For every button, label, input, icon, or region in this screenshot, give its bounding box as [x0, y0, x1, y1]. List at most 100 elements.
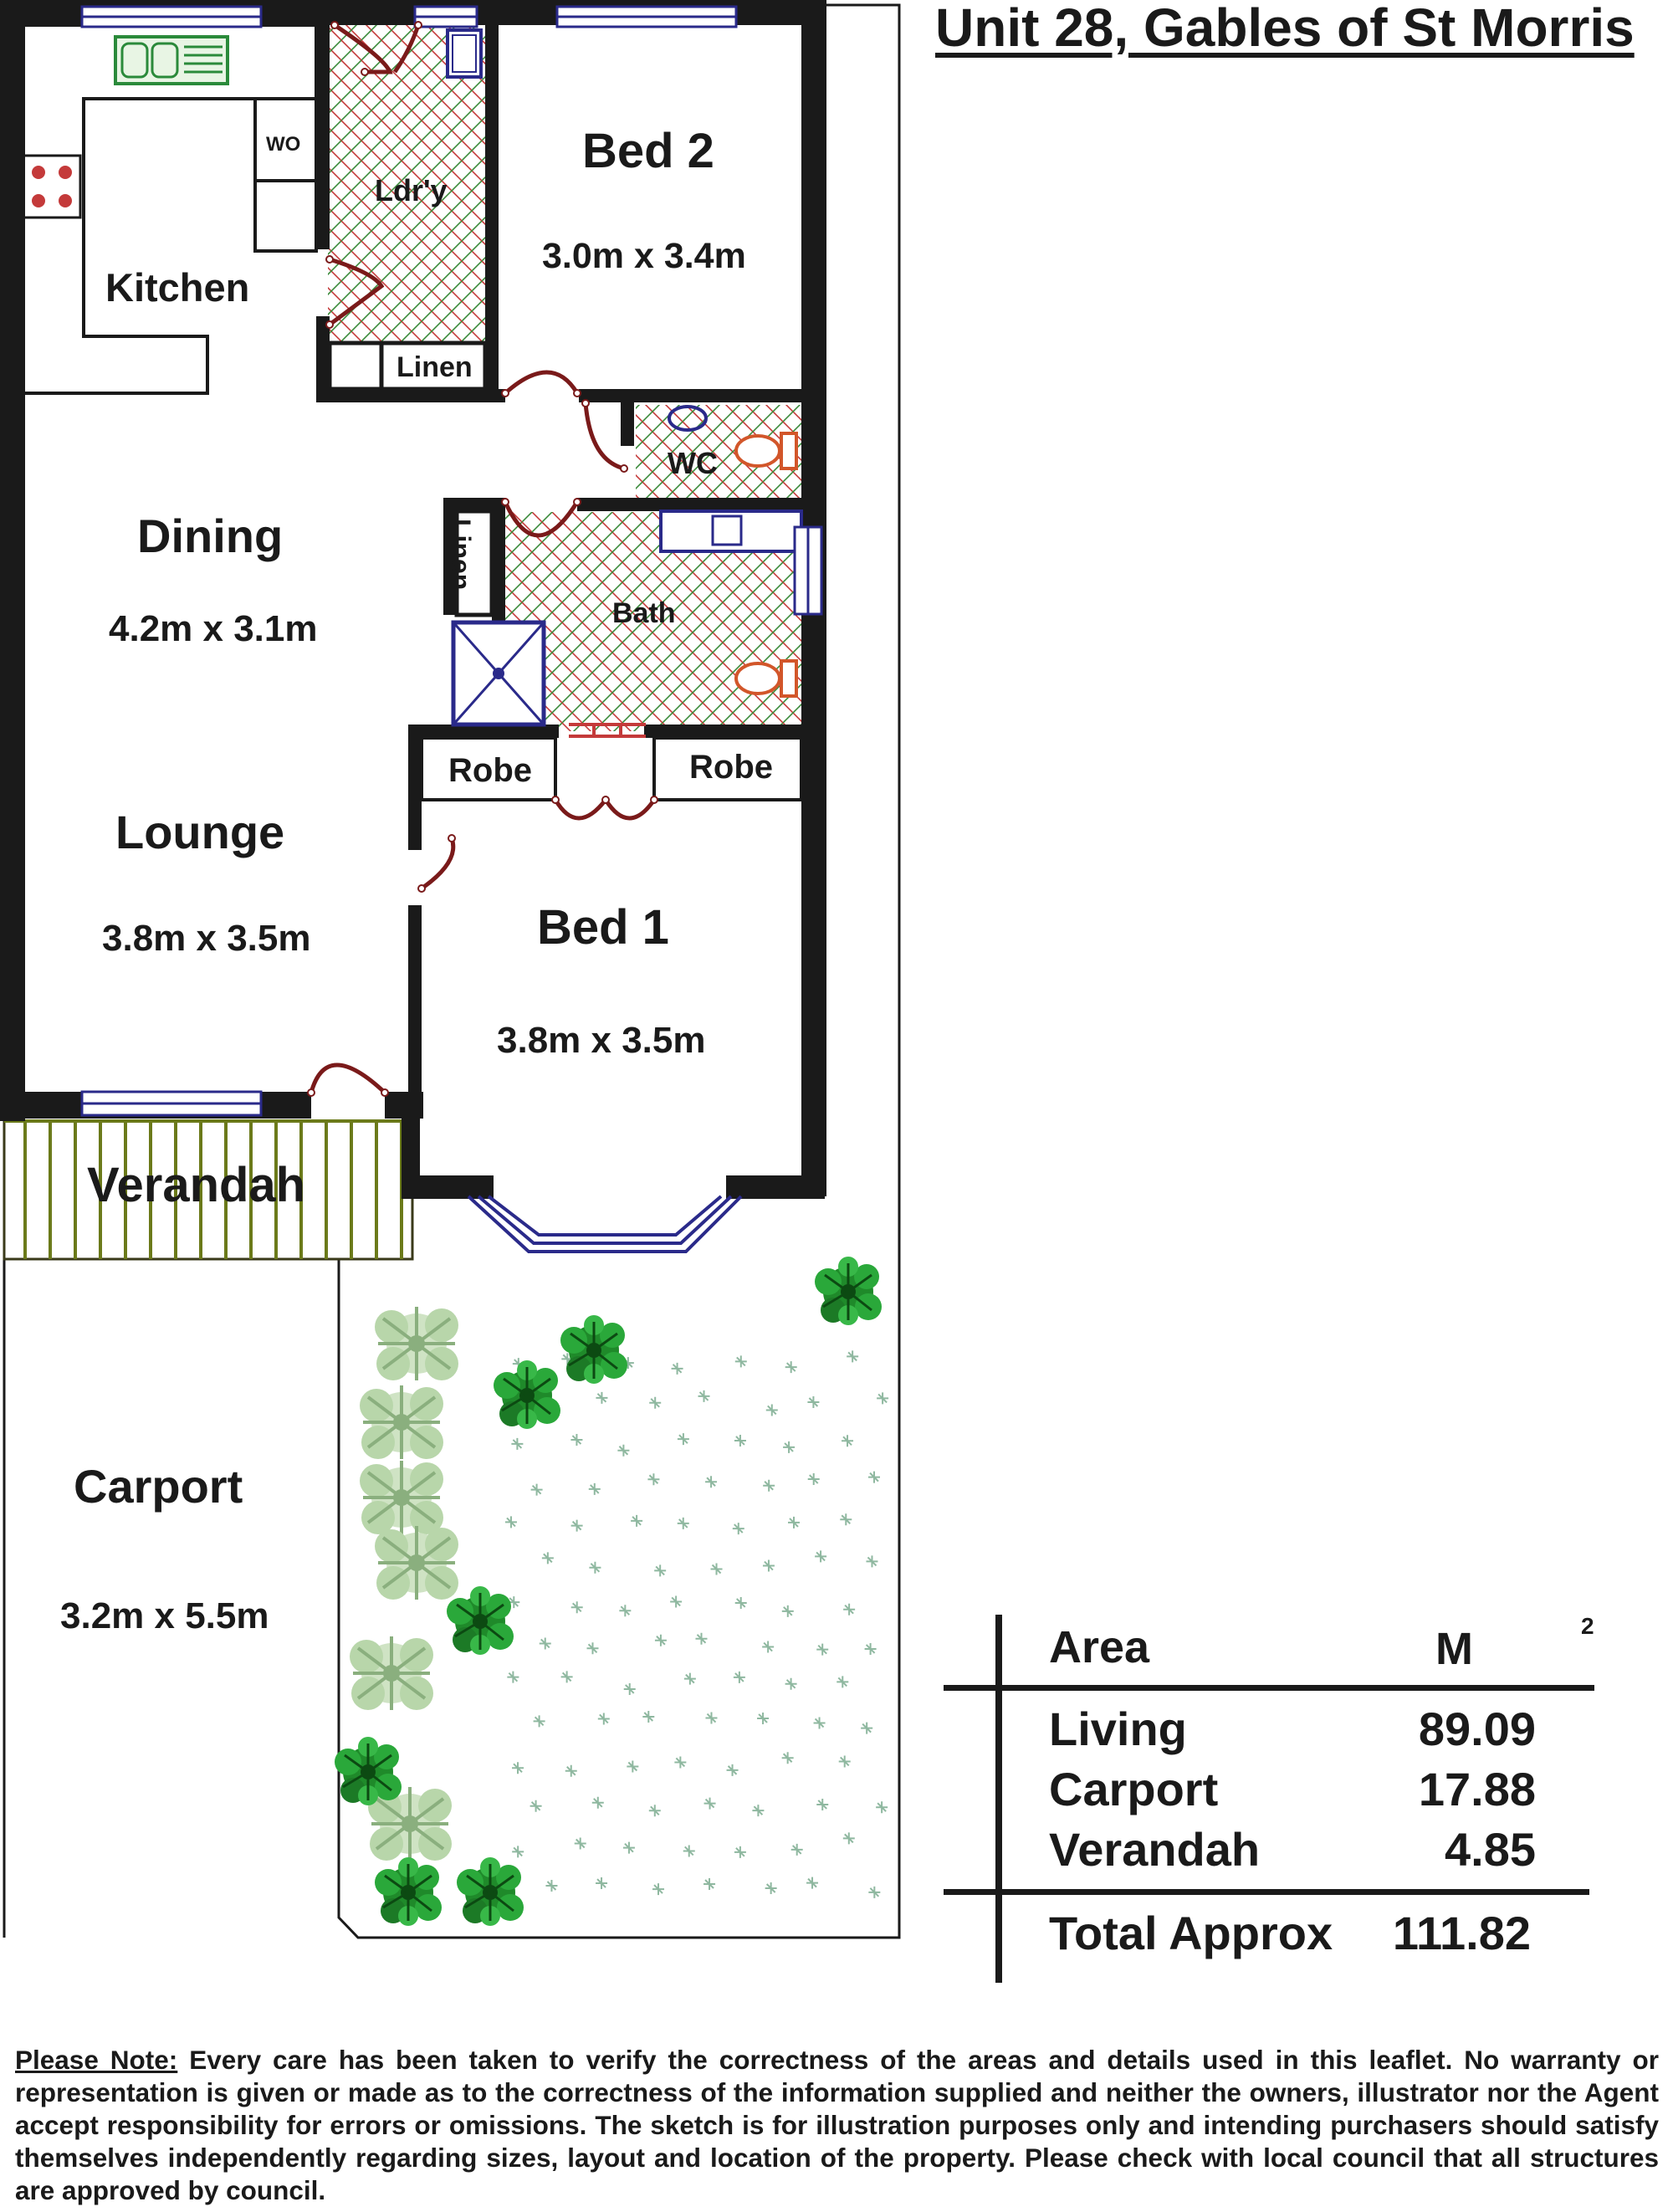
area-header-unit: M	[1435, 1624, 1473, 1674]
sink-icon	[114, 35, 229, 85]
grass-tuft-icon	[618, 1604, 632, 1618]
disclaimer-text: Every care has been taken to verify the …	[15, 2045, 1659, 2205]
grass-tuft-icon	[836, 1675, 850, 1689]
door-hinge	[601, 796, 610, 804]
carport-label: Carport	[74, 1460, 243, 1513]
grass-tuft-icon	[841, 1434, 855, 1448]
door-hinge	[381, 1088, 389, 1097]
door-hinge	[448, 834, 456, 842]
grass-tuft-icon	[647, 1804, 662, 1818]
grass-tuft-icon	[867, 1885, 882, 1899]
grass-tuft-icon	[586, 1641, 600, 1656]
grass-tuft-icon	[806, 1472, 821, 1487]
area-total-value: 111.82	[1392, 1907, 1531, 1959]
shrub-icon	[348, 1635, 435, 1712]
door-hinges	[307, 21, 658, 1097]
door-hinge	[501, 389, 509, 397]
grass-tuft-icon	[630, 1513, 644, 1528]
shrub-icon	[813, 1255, 883, 1327]
grass-tuft-icon	[816, 1642, 830, 1656]
door-hinge	[307, 1088, 315, 1097]
lounge-size: 3.8m x 3.5m	[102, 918, 311, 959]
grass-tuft-icon	[596, 1712, 611, 1726]
robe-right-label: Robe	[689, 749, 773, 786]
grass-tuft-icon	[839, 1513, 853, 1527]
shower-icon	[451, 620, 546, 727]
grass-tuft-icon	[703, 1877, 717, 1891]
grass-tuft-icon	[837, 1754, 852, 1769]
grass-tuft-icon	[595, 1390, 609, 1405]
shrub-icon	[492, 1359, 562, 1431]
grass-tuft-icon	[538, 1636, 552, 1651]
robes	[420, 736, 803, 801]
shrub-icon	[373, 1856, 443, 1928]
bed2-size: 3.0m x 3.4m	[542, 236, 746, 276]
laundry-label: Ldr'y	[375, 173, 448, 207]
bed1-size: 3.8m x 3.5m	[497, 1020, 706, 1061]
grass-tuft-icon	[697, 1389, 711, 1403]
bed1-label: Bed 1	[537, 900, 669, 955]
cooktop-icon	[22, 154, 82, 219]
grass-tuft-icon	[787, 1515, 801, 1529]
kitchen-label: Kitchen	[105, 265, 249, 310]
grass-tuft-icon	[860, 1721, 874, 1735]
grass-tuft-icon	[842, 1831, 856, 1846]
area-total-label: Total Approx	[1049, 1907, 1333, 1959]
door-hinge	[573, 498, 581, 506]
door-hinge	[361, 68, 369, 76]
grass-tuft-icon	[703, 1796, 717, 1810]
grass-tuft-icon	[790, 1842, 804, 1856]
grass-tuft-icon	[784, 1360, 798, 1375]
grass-tuft-icon	[725, 1763, 739, 1777]
grass-tuft-icon	[842, 1602, 857, 1616]
grass-tuft-icon	[529, 1799, 543, 1813]
grass-tuft-icon	[652, 1882, 666, 1897]
grass-tuft-icon	[617, 1443, 631, 1457]
area-row-verandah-value: 4.85	[1445, 1823, 1536, 1876]
shrub-icon	[333, 1735, 403, 1807]
grass-tuft-icon	[764, 1881, 778, 1895]
door-hinge	[501, 498, 509, 506]
area-row-carport-value: 17.88	[1418, 1763, 1536, 1815]
grass-tuft-icon	[570, 1433, 584, 1447]
grass-tuft-icon	[570, 1518, 584, 1533]
grass-tuft-icon	[647, 1472, 661, 1487]
grass-tuft-icon	[782, 1440, 796, 1454]
grass-tuft-icon	[709, 1562, 724, 1576]
shrub-icon	[358, 1459, 445, 1536]
grass-tuft-icon	[653, 1633, 668, 1647]
grass-tuft-icon	[756, 1711, 770, 1725]
area-row-verandah-label: Verandah	[1049, 1823, 1261, 1876]
bath-label: Bath	[612, 597, 676, 629]
grass-tuft-icon	[762, 1478, 776, 1493]
grass-tuft-icon	[511, 1761, 525, 1775]
grass-tuft-icon	[867, 1470, 882, 1484]
grass-tuft-icon	[626, 1759, 640, 1774]
carport-size: 3.2m x 5.5m	[60, 1595, 269, 1636]
grass-tuft-icon	[642, 1710, 656, 1724]
dining-label: Dining	[137, 509, 283, 562]
grass-tuft-icon	[504, 1515, 518, 1529]
walls	[0, 0, 826, 1199]
grass-tuft-icon	[648, 1395, 663, 1410]
garden	[333, 1255, 890, 1928]
disclaimer-heading: Please Note:	[15, 2045, 178, 2075]
grass-tuft-icon	[863, 1641, 877, 1656]
page-title: Unit 28, Gables of St Morris	[935, 0, 1635, 58]
grass-tuft-icon	[704, 1475, 719, 1489]
grass-tuft-icon	[731, 1522, 745, 1536]
toilet-icon	[734, 432, 798, 698]
grass-tuft-icon	[564, 1764, 578, 1778]
grass-tuft-icon	[530, 1482, 544, 1497]
door-swings	[309, 23, 657, 1094]
door-hinge	[551, 796, 560, 804]
area-row-living-value: 89.09	[1418, 1703, 1536, 1755]
grass-tuft-icon	[676, 1516, 690, 1530]
grass-tuft-icon	[733, 1433, 747, 1447]
area-header-unit-sup: 2	[1581, 1613, 1594, 1639]
grass-tuft-icon	[734, 1595, 748, 1610]
grass-tuft-icon	[761, 1640, 775, 1654]
robe-left-label: Robe	[448, 752, 532, 789]
door-hinge	[417, 884, 426, 893]
